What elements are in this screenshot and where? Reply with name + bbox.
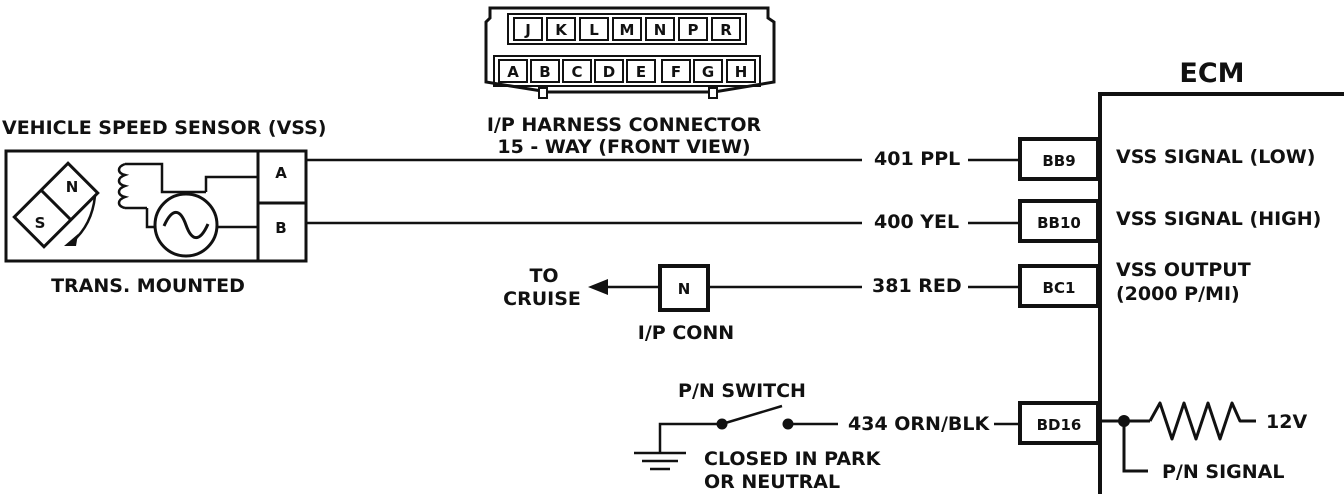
pickup-coil-icon	[117, 162, 206, 210]
vss-housing	[4, 149, 308, 263]
ecm-title: ECM	[1179, 58, 1244, 89]
svg-text:D: D	[603, 63, 615, 81]
sine-wave-icon	[162, 210, 210, 240]
connector-bottom-pin-a: A	[498, 59, 528, 83]
cruise-label-1: TO	[529, 265, 558, 287]
ecm-terminal-bc1-label: BC1	[1043, 279, 1076, 297]
arrow-to-cruise-icon	[588, 279, 608, 295]
ecm-terminal-bb9	[1018, 137, 1100, 181]
ecm-outline	[1098, 92, 1344, 494]
svg-text:F: F	[671, 63, 681, 81]
connector-bottom-pin-f: F	[661, 59, 691, 83]
ecm-terminal-bd16-label: BD16	[1037, 416, 1082, 434]
harness-connector-label-1: I/P HARNESS CONNECTOR	[487, 114, 762, 136]
vss-pin-a-label: A	[275, 164, 287, 182]
pullup-resistor-icon	[1148, 401, 1256, 441]
connector-housing	[484, 6, 776, 94]
pn-signal-lead	[1122, 421, 1148, 473]
harness-connector-label-2: 15 - WAY (FRONT VIEW)	[497, 136, 750, 158]
magnet-north-label: N	[66, 178, 79, 196]
ecm-module: ECM BB9 BB10 BC1 BD16 VSS SIGNAL (LOW) V…	[1018, 58, 1344, 494]
ecm-terminal-bb10	[1018, 199, 1100, 243]
cruise-label-2: CRUISE	[503, 288, 581, 310]
rotation-arrow-icon	[71, 195, 97, 243]
pn-switch-state-1: CLOSED IN PARK	[704, 448, 882, 470]
ecm-func-vss-low: VSS SIGNAL (LOW)	[1116, 146, 1315, 168]
ip-conn-pin-label: N	[678, 280, 691, 298]
svg-text:N: N	[654, 21, 667, 39]
svg-text:C: C	[571, 63, 582, 81]
connector-latch-left	[538, 87, 548, 99]
ecm-func-vss-output: VSS OUTPUT	[1116, 259, 1251, 281]
ground-lead	[658, 422, 722, 452]
ground-icon	[634, 451, 686, 471]
connector-top-pin-k: K	[546, 17, 576, 41]
connector-bottom-pin-d: D	[594, 59, 624, 83]
ecm-terminal-bd16	[1018, 401, 1100, 445]
wire-401-label: 401 PPL	[874, 148, 960, 170]
pn-switch-blade-icon	[721, 404, 783, 426]
connector-top-pin-m: M	[612, 17, 642, 41]
wire-381-label: 381 RED	[872, 275, 962, 297]
connector-top-row	[507, 13, 747, 45]
vss-mount-label: TRANS. MOUNTED	[51, 275, 245, 297]
coil-to-pin-a-lead	[204, 175, 258, 192]
generator-lead-left	[145, 208, 155, 229]
connector-latch-right	[708, 87, 718, 99]
ecm-terminal-bb9-label: BB9	[1042, 152, 1075, 170]
svg-text:G: G	[702, 63, 714, 81]
ecm-func-vss-output-rate: (2000 P/MI)	[1116, 283, 1240, 305]
connector-top-pin-n: N	[645, 17, 675, 41]
vss-title: VEHICLE SPEED SENSOR (VSS)	[2, 117, 326, 139]
harness-connector: J K L M N P R A	[484, 6, 776, 158]
svg-text:P: P	[688, 21, 699, 39]
connector-top-pin-p: P	[678, 17, 708, 41]
svg-text:K: K	[555, 21, 568, 39]
connector-bottom-pin-c: C	[562, 59, 592, 83]
svg-text:B: B	[539, 63, 550, 81]
svg-text:R: R	[720, 21, 732, 39]
connector-bottom-pin-h: H	[726, 59, 756, 83]
magnet-south-label: S	[35, 214, 46, 232]
svg-text:H: H	[735, 63, 748, 81]
ac-generator-icon	[153, 192, 219, 258]
connector-bottom-row	[493, 55, 761, 87]
svg-text:E: E	[636, 63, 646, 81]
connector-top-pin-r: R	[711, 17, 741, 41]
svg-text:L: L	[589, 21, 599, 39]
connector-bottom-pin-g: G	[693, 59, 723, 83]
supply-12v-label: 12V	[1266, 411, 1307, 433]
ecm-terminal-bb10-label: BB10	[1037, 214, 1081, 232]
ecm-terminal-bc1	[1018, 264, 1100, 308]
svg-text:A: A	[507, 63, 519, 81]
pn-switch-state-2: OR NEUTRAL	[704, 471, 840, 493]
circuit-381: 381 RED N I/P CONN TO CRUISE	[503, 264, 1020, 344]
circuit-401: 401 PPL	[306, 148, 1020, 170]
wire-434-label: 434 ORN/BLK	[848, 413, 990, 435]
connector-top-pin-j: J	[513, 17, 543, 41]
rotation-arrowhead-icon	[64, 234, 78, 246]
vss-magnet	[12, 161, 100, 249]
wire-400-label: 400 YEL	[874, 211, 959, 233]
circuit-434: P/N SWITCH 434 ORN/BLK CLOSED IN PARK OR…	[634, 380, 1020, 493]
connector-bottom-pin-e: E	[626, 59, 656, 83]
ecm-func-vss-high: VSS SIGNAL (HIGH)	[1116, 208, 1321, 230]
vss-pin-b-label: B	[275, 219, 286, 237]
svg-text:J: J	[524, 21, 531, 39]
connector-bottom-pin-b: B	[530, 59, 560, 83]
pn-signal-label: P/N SIGNAL	[1162, 461, 1284, 483]
ip-conn-label: I/P CONN	[638, 322, 734, 344]
svg-text:M: M	[620, 21, 635, 39]
circuit-400: 400 YEL	[306, 211, 1020, 233]
pn-switch-title: P/N SWITCH	[678, 380, 806, 402]
connector-top-pin-l: L	[579, 17, 609, 41]
vss-sensor: VEHICLE SPEED SENSOR (VSS) A B N S TRANS…	[2, 117, 326, 297]
